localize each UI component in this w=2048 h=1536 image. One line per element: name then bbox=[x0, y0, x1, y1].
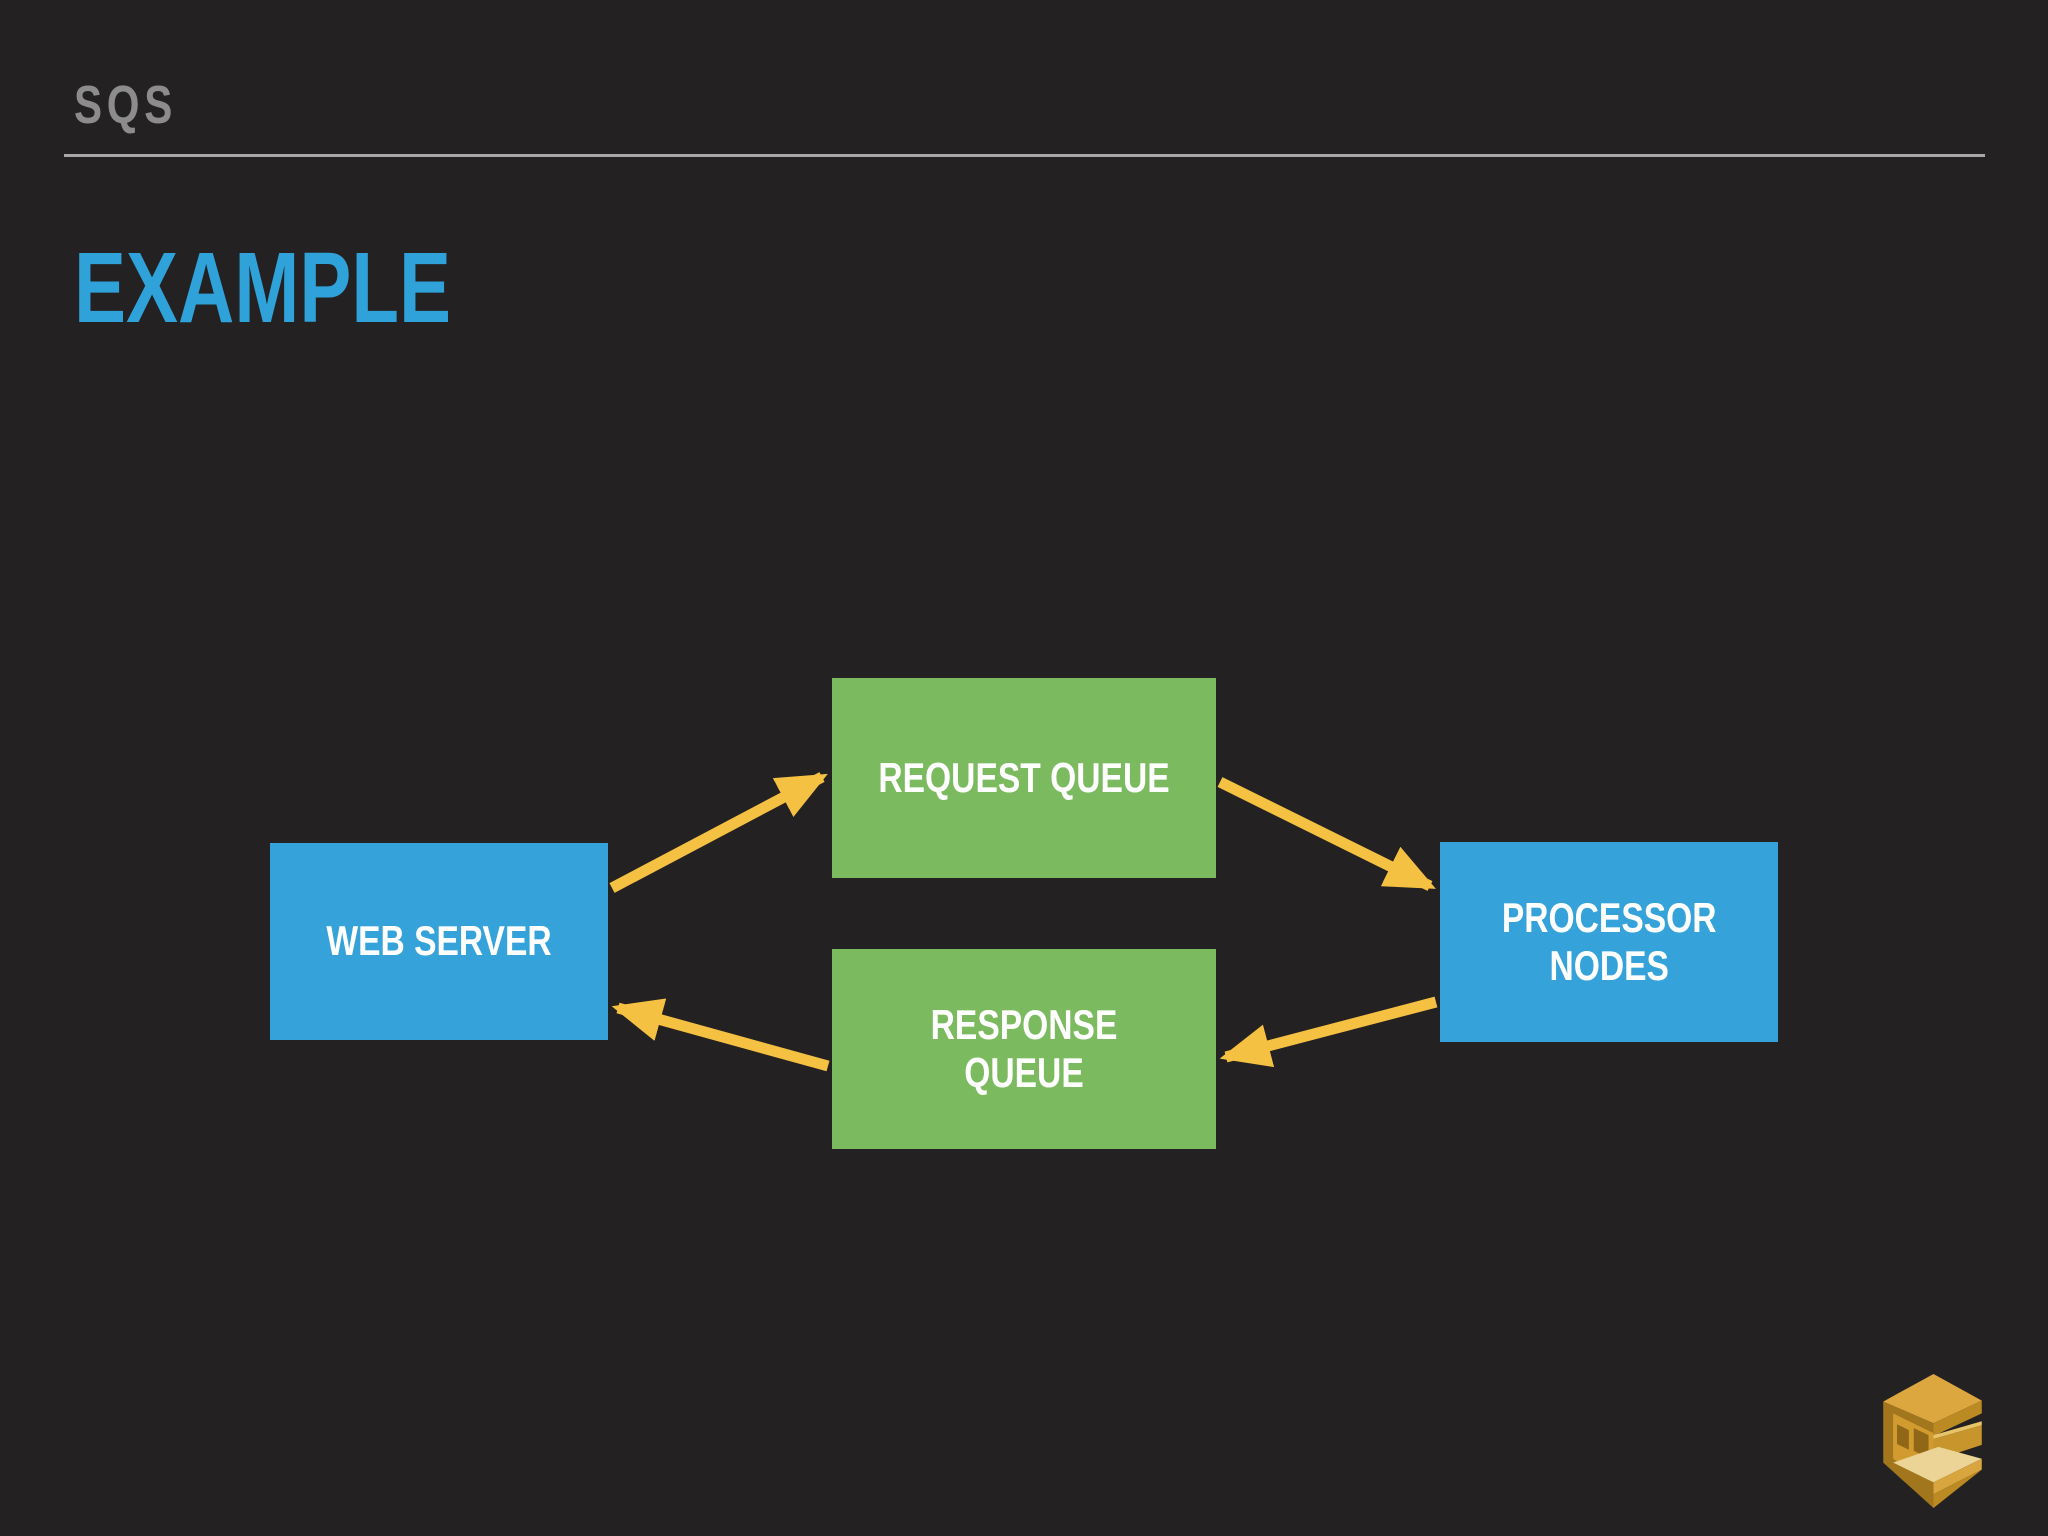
arrow-web-server-to-request-queue bbox=[609, 772, 828, 893]
node-web-server: WEB SERVER bbox=[270, 843, 608, 1040]
page-title: EXAMPLE bbox=[74, 238, 557, 338]
page-title-text: EXAMPLE bbox=[74, 232, 452, 344]
sqs-icon-top-face bbox=[1883, 1373, 1982, 1424]
node-processor-nodes-label: PROCESSOR NODES bbox=[1501, 893, 1717, 989]
arrow-request-queue-to-processor-nodes bbox=[1217, 777, 1436, 891]
arrow-processor-nodes-to-response-queue bbox=[1219, 996, 1438, 1068]
sqs-icon-top-slab-face bbox=[1933, 1400, 1982, 1437]
sqs-icon-bottom-right-face bbox=[1933, 1458, 1982, 1495]
sqs-icon-floor-face bbox=[1893, 1446, 1982, 1483]
node-request-queue-label: REQUEST QUEUE bbox=[878, 753, 1170, 801]
sqs-icon-window-2 bbox=[1913, 1428, 1929, 1458]
header-kicker-text: SQS bbox=[74, 75, 177, 135]
sqs-icon-mid-slab-top bbox=[1933, 1421, 1982, 1440]
aws-sqs-icon bbox=[1883, 1373, 1982, 1508]
node-web-server-label: WEB SERVER bbox=[326, 917, 552, 965]
arrows-group bbox=[609, 772, 1438, 1072]
node-processor-nodes: PROCESSOR NODES bbox=[1440, 842, 1778, 1042]
sqs-icon-window-1 bbox=[1897, 1424, 1909, 1450]
node-response-queue: RESPONSE QUEUE bbox=[832, 949, 1216, 1149]
node-request-queue: REQUEST QUEUE bbox=[832, 678, 1216, 878]
header-divider bbox=[64, 154, 1985, 157]
node-response-queue-label: RESPONSE QUEUE bbox=[930, 1000, 1118, 1096]
arrow-response-queue-to-web-server bbox=[611, 998, 830, 1072]
header-kicker: SQS bbox=[74, 78, 206, 132]
